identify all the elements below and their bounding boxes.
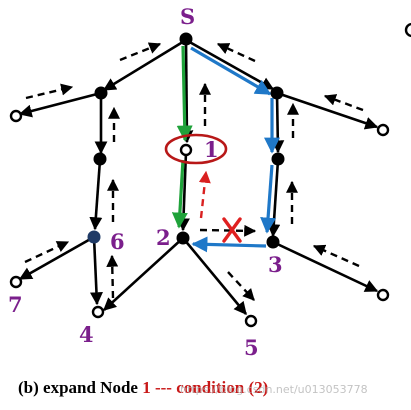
dashed-arrow-3-leaf (312, 244, 360, 268)
green-path-s-to-1 (176, 45, 193, 142)
green-path-1-to-2 (171, 159, 188, 229)
edge-right-to-leaf (276, 91, 379, 130)
edge-right-to-mid (271, 92, 285, 154)
leaf-right (376, 123, 390, 137)
dashed-arrow-top-left (119, 42, 162, 62)
blue-path-3-to-2 (191, 236, 267, 253)
tree-edges (18, 38, 379, 316)
edge-s-to-left (102, 38, 187, 92)
dashed-arrow-2-to-3-blocked (199, 224, 257, 237)
blocked-cross (222, 217, 242, 243)
dashed-arrow-5 (227, 271, 255, 301)
edge-6-to-4 (89, 236, 103, 306)
dashed-arrow-7 (24, 240, 70, 264)
edge-2-to-4 (103, 237, 184, 311)
edge-mid-to-3 (267, 159, 281, 238)
edge-left-to-leaf (18, 91, 102, 118)
label-4: 4 (79, 322, 94, 347)
edge-6-to-7 (18, 235, 95, 281)
caption-black-part: (b) expand Node (18, 378, 142, 397)
node-6 (87, 230, 101, 244)
dashed-arrows (24, 42, 364, 301)
node-right (270, 86, 284, 100)
node-3 (266, 235, 280, 249)
edge-s-to-right (185, 38, 275, 91)
leaf-7 (9, 275, 23, 289)
highlighted-paths (171, 45, 280, 253)
label-6: 6 (110, 229, 125, 254)
leaf-4 (91, 305, 105, 319)
figure-caption: (b) expand Node 1 --- condition (2) (18, 378, 268, 397)
dashed-arrow-4 (106, 254, 119, 299)
edge-2-to-5 (181, 237, 248, 316)
edge-3-to-leaf (272, 240, 379, 293)
dashed-arrow-right-leaf (323, 94, 364, 112)
node-left-mid (93, 152, 107, 166)
blue-path-s-to-right (190, 46, 272, 96)
watermark-text: https://blog.csdn.net/u013053778 (180, 383, 368, 396)
node-labels: S 1 2 3 4 5 6 7 (8, 4, 283, 360)
edge-fragment-circle (404, 22, 411, 38)
label-7: 7 (8, 292, 23, 317)
label-2: 2 (156, 225, 171, 250)
leaf-left (9, 109, 23, 123)
caption-red-part: 1 --- condition (2) (142, 378, 268, 397)
blue-path-mid-to-3 (260, 164, 277, 234)
dashed-arrow-2-to-1-red (198, 170, 211, 219)
leaf-5 (244, 314, 258, 328)
label-3: 3 (268, 252, 283, 277)
dashed-arrow-left-leaf (25, 83, 74, 100)
label-1: 1 (204, 137, 219, 162)
label-s: S (180, 4, 195, 29)
node-2 (176, 231, 190, 245)
label-5: 5 (244, 335, 259, 360)
node-1-highlight (164, 133, 228, 165)
leaf-3-right (376, 288, 390, 302)
tree-nodes (9, 32, 390, 328)
node-left (94, 86, 108, 100)
node-s (179, 32, 193, 46)
dashed-arrow-top-right (216, 42, 256, 63)
node-1 (179, 143, 193, 157)
edge-s-to-1 (180, 39, 194, 144)
edge-mid-to-6 (89, 159, 103, 231)
node-right-mid (271, 152, 285, 166)
